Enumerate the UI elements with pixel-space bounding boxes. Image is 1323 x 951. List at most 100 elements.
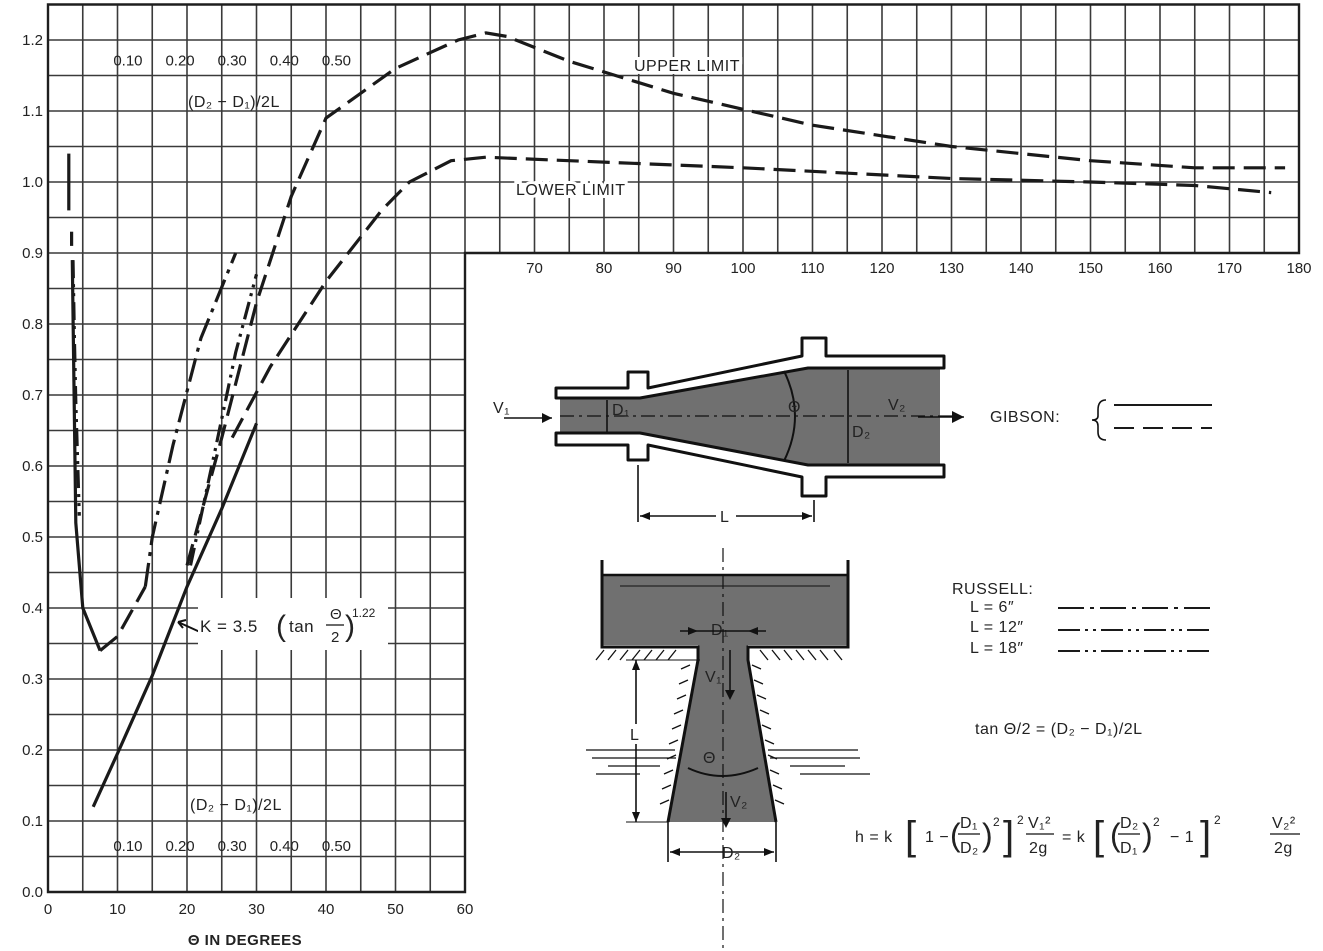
- x-tick-label: 160: [1147, 260, 1172, 277]
- plot-border: [46, 3, 1301, 894]
- tank-v1-label: V₁: [705, 669, 722, 686]
- svg-text:D₂: D₂: [1120, 815, 1139, 832]
- svg-text:D₁: D₁: [1120, 840, 1138, 857]
- y-tick-label: 1.0: [22, 174, 43, 191]
- v1-arrowhead: [542, 413, 552, 423]
- upper-ratio-axis-label: (D₂ − D₁)/2L: [188, 94, 280, 111]
- v2-arrowhead: [952, 411, 964, 423]
- pipe-expansion-diagram: D₁ D₂ Θ V₁ V₂ L: [493, 336, 964, 526]
- k-formula-paren-open: (: [276, 610, 286, 643]
- y-tick-label: 0.2: [22, 742, 43, 759]
- upper-limit-label: UPPER LIMIT: [634, 58, 740, 75]
- outside-water-left: [586, 749, 676, 775]
- x-tick-label: 50: [387, 901, 404, 918]
- tank-l-label: L: [630, 727, 639, 744]
- x-tick-label: 170: [1217, 260, 1242, 277]
- x-tick-label: 20: [179, 901, 196, 918]
- y-tick-label: 0.7: [22, 387, 43, 404]
- y-tick-label: 0.0: [22, 884, 43, 901]
- outside-water-right: [768, 749, 870, 775]
- y-tick-label: 0.9: [22, 245, 43, 262]
- x-tick-label: 40: [318, 901, 335, 918]
- k-formula-two: 2: [331, 629, 340, 646]
- lower-ratio-axis-label: (D₂ − D₁)/2L: [190, 797, 282, 814]
- x-tick-label: 80: [596, 260, 613, 277]
- k-formula-exponent: 1.22: [352, 606, 376, 620]
- series-gibson-solid: [70, 260, 102, 652]
- k-formula-text: K = 3.5: [200, 617, 258, 636]
- ratio-tick-label: 0.40: [270, 53, 299, 70]
- svg-text:]: ]: [1003, 814, 1014, 858]
- x-tick-label: 130: [939, 260, 964, 277]
- series-formula: [91, 422, 258, 808]
- x-tick-label: 0: [44, 901, 52, 918]
- legend: GIBSON: RUSSELL: L = 6″ L = 12″ L = 18″ …: [952, 399, 1214, 738]
- y-tick-label: 0.5: [22, 529, 43, 546]
- tank-outlet-diagram: D₁ V₁ Θ V₂ L D₂: [586, 548, 870, 951]
- ratio-tick-label: 0.10: [113, 53, 142, 70]
- series-gibson-dash: [230, 155, 1272, 439]
- theta-arc: [783, 370, 796, 462]
- theta-label: Θ: [788, 399, 801, 416]
- series-gibson-dash: [99, 585, 147, 652]
- tank-theta-arc: [687, 767, 759, 777]
- svg-text:2: 2: [1214, 813, 1221, 827]
- x-tick-label: 70: [526, 260, 543, 277]
- k-formula-annotation: K = 3.5 ( tan Θ 2 ) 1.22: [177, 598, 388, 650]
- tank-v2-arrowhead: [721, 818, 731, 828]
- svg-text:2: 2: [993, 815, 1000, 829]
- hatch-right: [751, 649, 843, 805]
- svg-text:[: [: [905, 814, 916, 858]
- svg-text:(: (: [950, 817, 961, 853]
- tank-theta-label: Θ: [703, 750, 716, 767]
- head-loss-formula: h = k [ 1 − ( D₁ D₂ ) 2 ] 2 V₁² 2g = k […: [855, 813, 1300, 858]
- svg-text:1 −: 1 −: [925, 829, 949, 846]
- ratio-tick-label: 0.50: [322, 53, 351, 70]
- svg-text:): ): [982, 817, 993, 853]
- x-tick-label: 150: [1078, 260, 1103, 277]
- ratio-tick-label: 0.40: [270, 838, 299, 855]
- legend-russell-label: RUSSELL:: [952, 581, 1033, 598]
- series-russell-18: [71, 260, 81, 516]
- ratio-tick-label: 0.10: [113, 838, 142, 855]
- k-formula-paren-close: ): [345, 610, 355, 643]
- k-formula-theta: Θ: [330, 606, 342, 623]
- tank-wall-right: [746, 560, 850, 823]
- svg-text:= k: = k: [1062, 829, 1086, 846]
- svg-text:V₂²: V₂²: [1272, 815, 1296, 832]
- series-russell-6: [143, 252, 238, 587]
- k-formula-tan: tan: [289, 617, 314, 636]
- svg-text:): ): [1142, 817, 1153, 853]
- svg-text:− 1: − 1: [1170, 829, 1194, 846]
- y-tick-label: 0.1: [22, 813, 43, 830]
- pipe-wall-top: [554, 336, 946, 400]
- y-tick-label: 0.3: [22, 671, 43, 688]
- svg-text:2: 2: [1153, 815, 1160, 829]
- x-tick-label: 140: [1008, 260, 1033, 277]
- tank-v1-arrowhead: [725, 690, 735, 700]
- svg-text:2g: 2g: [1274, 840, 1293, 857]
- svg-text:D₁: D₁: [960, 815, 978, 832]
- ratio-tick-label: 0.20: [165, 838, 194, 855]
- legend-gibson-brace: [1091, 399, 1107, 441]
- v1-label: V₁: [493, 400, 510, 417]
- lower-limit-label: LOWER LIMIT: [516, 182, 626, 199]
- v2-label: V₂: [888, 397, 906, 414]
- ratio-tick-label: 0.30: [218, 838, 247, 855]
- svg-text:]: ]: [1200, 814, 1211, 858]
- chart-frame: [46, 3, 1301, 894]
- svg-text:h = k: h = k: [855, 829, 893, 846]
- ratio-tick-label: 0.50: [322, 838, 351, 855]
- x-tick-label: 60: [457, 901, 474, 918]
- tank-v2-label: V₂: [730, 794, 748, 811]
- x-tick-label: 110: [801, 260, 825, 277]
- x-tick-label: 120: [869, 260, 894, 277]
- svg-text:(: (: [1110, 817, 1121, 853]
- y-tick-label: 0.4: [22, 600, 43, 617]
- legend-russell-6: L = 6″: [970, 599, 1014, 616]
- y-tick-label: 0.8: [22, 316, 43, 333]
- svg-text:2: 2: [1017, 813, 1024, 827]
- pipe-wall-bottom: [554, 431, 946, 498]
- axis-tick-labels: 0.00.10.20.30.40.50.60.70.80.91.01.11.20…: [22, 32, 1311, 918]
